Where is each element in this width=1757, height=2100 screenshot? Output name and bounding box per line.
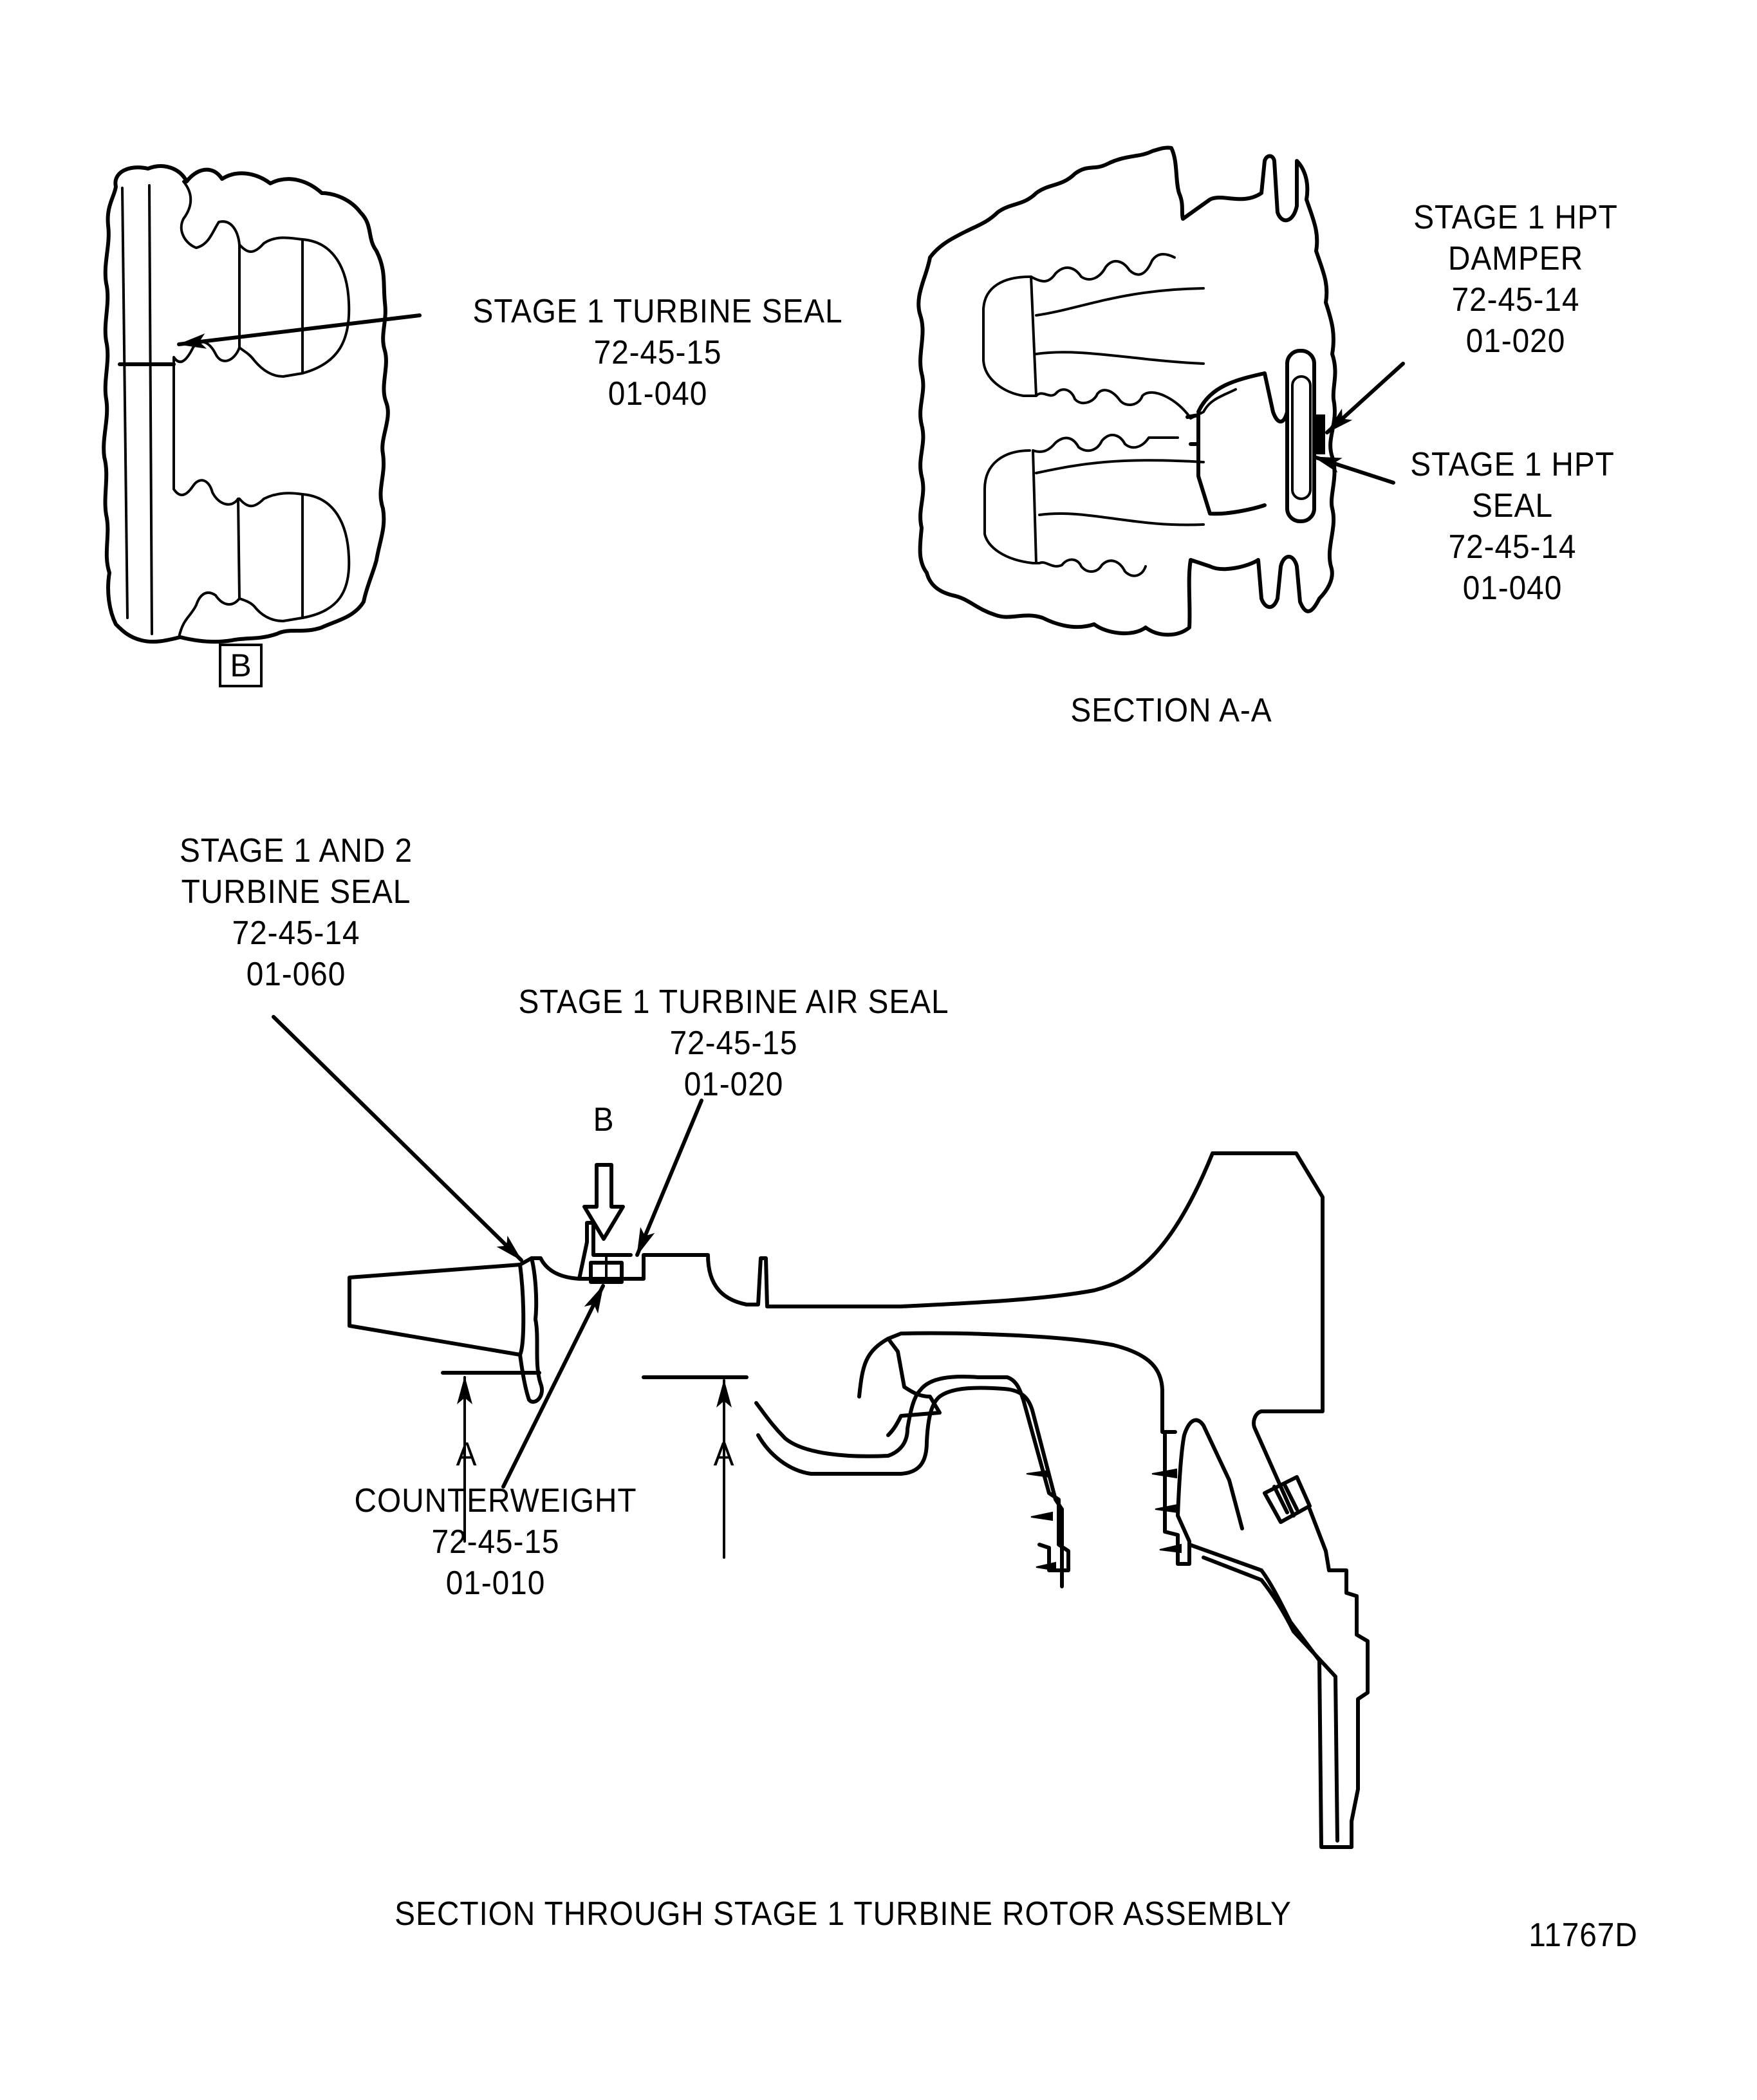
rear-shaft-outer — [1187, 1507, 1370, 1849]
stage1-blade — [348, 1263, 526, 1357]
section-blade-lower-chord — [1032, 449, 1037, 564]
view-b-detail — [102, 164, 422, 644]
callout-name-line1: STAGE 1 AND 2 — [179, 832, 413, 869]
callout-name: STAGE 1 TURBINE SEAL — [472, 293, 843, 330]
callout-name-line2: SEAL — [1471, 487, 1554, 525]
leader-stage1-turbine-seal — [177, 313, 422, 349]
section-blade-lower-top — [1032, 434, 1179, 453]
callout-hpt-seal: STAGE 1 HPT SEAL 72-45-14 01-040 — [1379, 444, 1646, 609]
blade-root — [518, 1256, 544, 1404]
disk-front-face — [577, 1151, 1325, 1518]
aft-seal-arm-inner — [756, 1386, 1064, 1588]
hpt-seal-inner — [1291, 375, 1312, 500]
figure-id: 11767D — [1529, 1917, 1638, 1954]
callout-name-line1: STAGE 1 TURBINE AIR SEAL — [518, 983, 949, 1021]
rotor-section-drawing — [272, 1015, 1370, 1849]
callout-stage1-2-turbine-seal: STAGE 1 AND 2 TURBINE SEAL 72-45-14 01-0… — [142, 830, 450, 995]
rotor-section-title: SECTION THROUGH STAGE 1 TURBINE ROTOR AS… — [395, 1895, 1292, 1933]
callout-ata: 72-45-14 — [232, 915, 360, 952]
aft-seal-arm — [754, 1375, 1070, 1572]
rim-line-inner — [148, 184, 153, 635]
callout-ata: 72-45-15 — [593, 334, 722, 371]
section-blade-upper-airfoil-a — [1035, 287, 1205, 317]
hpt-damper — [1314, 414, 1325, 454]
callout-ata: 72-45-15 — [669, 1025, 798, 1062]
callout-name-line1: COUNTERWEIGHT — [354, 1482, 637, 1519]
bore-arm — [857, 1337, 942, 1437]
callout-stage1-turbine-seal: STAGE 1 TURBINE SEAL 72-45-15 01-040 — [451, 291, 865, 414]
section-blade-upper — [982, 275, 1237, 420]
rear-cone — [1163, 1418, 1244, 1566]
view-b-arrow-label: B — [593, 1101, 615, 1138]
callout-item: 01-040 — [1462, 570, 1563, 607]
disk-inner-contour — [886, 1331, 1177, 1434]
section-a-a-detail — [916, 145, 1405, 637]
rear-cone-teeth — [1151, 1468, 1182, 1554]
section-disk-post — [1185, 371, 1289, 516]
leader-stage1-2-turbine-seal — [272, 1015, 523, 1262]
section-blade-upper-airfoil-b — [1035, 351, 1205, 365]
rear-shaft-inner — [1202, 1556, 1339, 1843]
callout-name-line1: STAGE 1 HPT — [1410, 446, 1615, 483]
callout-item: 01-060 — [246, 956, 346, 993]
section-marker-left: A — [456, 1436, 478, 1473]
blade-root-upper — [238, 236, 351, 378]
section-blade-upper-chord — [1030, 275, 1037, 397]
rim-line-outer — [121, 187, 129, 619]
flange-bolt — [1263, 1475, 1312, 1524]
labyrinth-teeth-aft — [1026, 1469, 1056, 1572]
callout-ata: 72-45-14 — [1448, 528, 1577, 566]
disk-post-upper — [172, 180, 241, 638]
leader-counterweight — [501, 1284, 605, 1489]
callout-name-line2: DAMPER — [1447, 240, 1584, 277]
view-b-outline — [102, 164, 390, 644]
section-blade-lower-airfoil-a — [1035, 459, 1205, 474]
callout-item: 01-020 — [1465, 322, 1566, 360]
leader-hpt-seal — [1312, 455, 1395, 485]
callout-ata: 72-45-14 — [1451, 281, 1580, 319]
leader-hpt-damper — [1325, 362, 1405, 434]
section-a-a-title: SECTION A-A — [1070, 692, 1272, 729]
callout-turbine-air-seal: STAGE 1 TURBINE AIR SEAL 72-45-15 01-020 — [473, 981, 994, 1105]
callout-name-line2: TURBINE SEAL — [181, 873, 411, 911]
section-blade-lower — [983, 449, 1147, 577]
callout-hpt-damper: STAGE 1 HPT DAMPER 72-45-14 01-020 — [1382, 197, 1649, 362]
section-a-a-outline — [916, 145, 1337, 637]
section-blade-upper-top — [1030, 253, 1176, 283]
callout-item: 01-020 — [683, 1066, 784, 1103]
blade-root-lower — [238, 492, 351, 622]
callout-name-line1: STAGE 1 HPT — [1413, 199, 1618, 236]
view-b-marker: B — [219, 644, 263, 687]
callout-counterweight: COUNTERWEIGHT 72-45-15 01-010 — [330, 1480, 661, 1604]
callout-ata: 72-45-15 — [431, 1523, 560, 1561]
section-marker-right: A — [713, 1436, 735, 1473]
callout-item: 01-010 — [445, 1565, 546, 1602]
leader-air-seal — [635, 1099, 703, 1257]
view-b-arrow-icon — [582, 1163, 625, 1241]
forward-seal-arm — [530, 1221, 633, 1281]
callout-item: 01-040 — [608, 375, 708, 413]
section-blade-lower-airfoil-b — [1038, 512, 1205, 526]
